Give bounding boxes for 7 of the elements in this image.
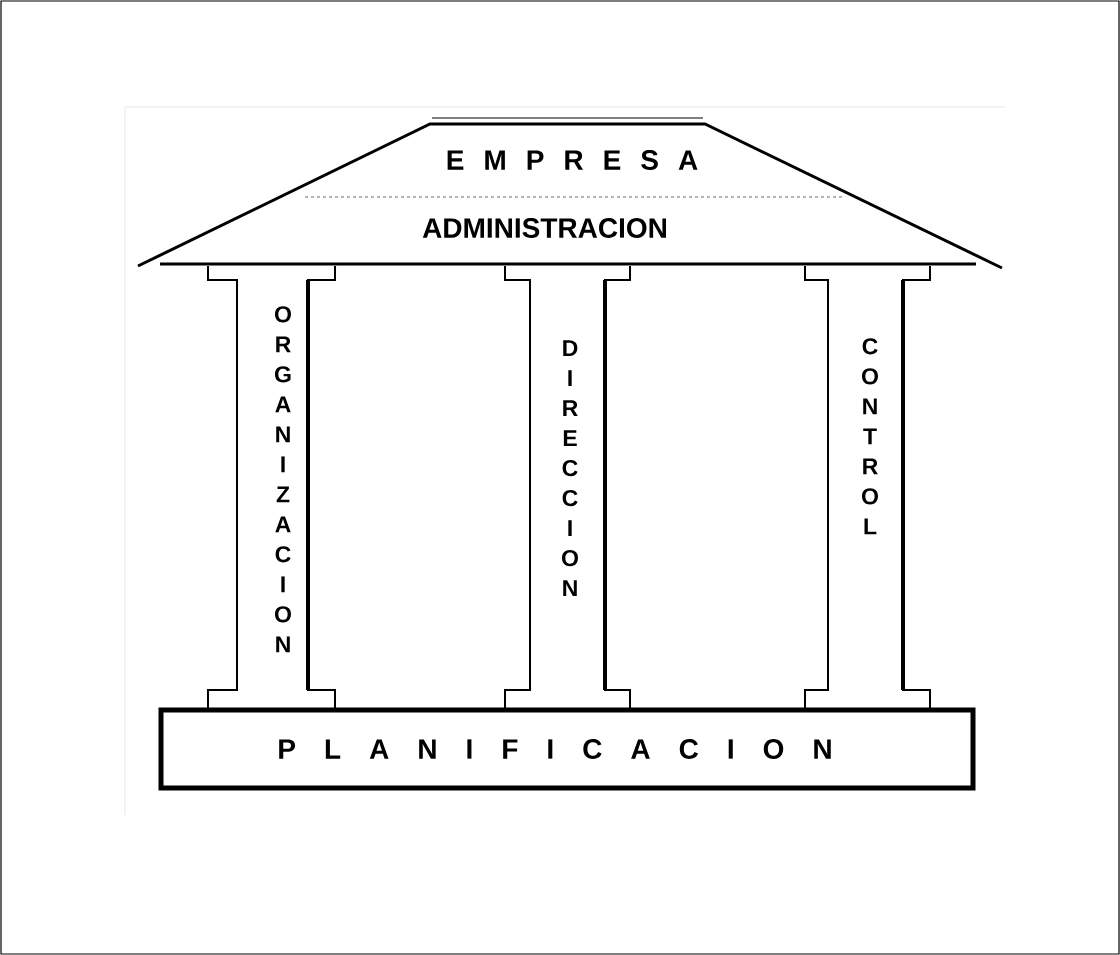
column: DIRECCION <box>504 265 631 709</box>
roof-subtitle: ADMINISTRACION <box>422 218 666 238</box>
roof-title: E M P R E S A <box>447 150 698 170</box>
base-block: P L A N I F I C A C I O N <box>158 707 976 791</box>
column: ORGANIZACION <box>207 265 336 709</box>
column: CONTROL <box>804 265 931 709</box>
roof <box>137 117 1003 270</box>
